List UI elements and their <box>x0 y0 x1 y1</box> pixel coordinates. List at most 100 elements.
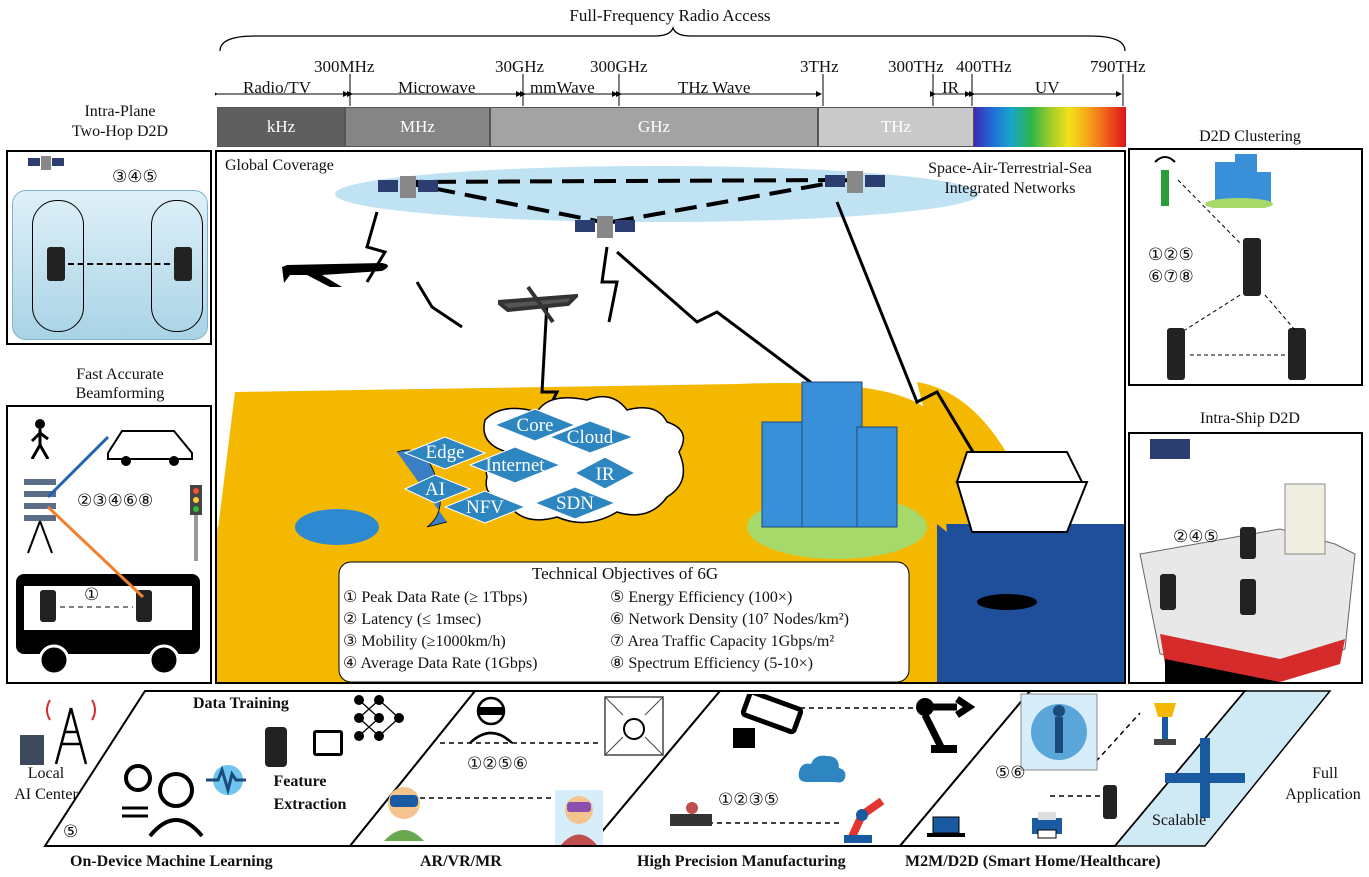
cloud-sdn: SDN <box>555 493 594 514</box>
vr-headset-person-icon <box>555 790 603 845</box>
region-microwave: Microwave <box>398 78 476 97</box>
cloud-icon <box>797 752 847 786</box>
camera-icon <box>725 689 804 750</box>
phone-icon <box>136 590 152 622</box>
freq-30ghz: 30GHz <box>495 57 545 76</box>
wave-icon <box>206 762 246 798</box>
intra-ship-nums: ②④⑤ <box>1173 527 1219 546</box>
data-training-label: Data Training <box>193 695 289 712</box>
phone-icon <box>265 727 287 767</box>
sagsin-label-1: Space-Air-Terrestrial-Sea <box>928 160 1092 177</box>
objective-7: ⑦ Area Traffic Capacity 1Gbps/m² <box>610 633 835 650</box>
phone-icon <box>1240 527 1256 559</box>
cloud-internet: Internet <box>485 455 545 476</box>
building-icon <box>1205 154 1273 210</box>
d2d-clustering-nums-2: ⑥⑦⑧ <box>1148 267 1194 286</box>
smart-lamp-icon <box>1148 697 1182 747</box>
objective-5: ⑤ Energy Efficiency (100×) <box>610 589 793 606</box>
band-mhz: MHz <box>345 107 490 147</box>
intra-ship-panel <box>1128 432 1363 684</box>
freq-300thz: 300THz <box>888 57 944 76</box>
label-on-device-ml: On-Device Machine Learning <box>70 853 273 870</box>
beam-lines <box>46 435 145 608</box>
region-thz-wave: THz Wave <box>678 78 751 97</box>
objective-6: ⑥ Network Density (10⁷ Nodes/km²) <box>610 611 849 628</box>
pedestrian-icon <box>28 419 52 460</box>
cloud-cloud: Cloud <box>566 427 614 448</box>
traffic-light-icon <box>186 485 206 565</box>
global-coverage-label: Global Coverage <box>225 157 334 174</box>
region-ir: IR <box>942 78 959 97</box>
band-ghz: GHz <box>490 107 818 147</box>
beamforming-nums: ②③④⑥⑧ <box>77 491 154 510</box>
region-radio-tv: Radio/TV <box>243 78 311 97</box>
band-khz: kHz <box>217 107 345 147</box>
band-uv-rainbow <box>974 107 1126 147</box>
cell-tower-icon <box>1152 156 1178 206</box>
mfg-nums: ①②③⑤ <box>718 790 779 809</box>
objectives-title: Technical Objectives of 6G <box>531 564 719 583</box>
cloud-ai: AI <box>424 479 446 500</box>
feature-label-1: Feature <box>273 773 327 790</box>
objective-3: ③ Mobility (≥1000km/h) <box>343 633 506 650</box>
drone-icon <box>492 282 582 327</box>
label-m2m-d2d: M2M/D2D (Smart Home/Healthcare) <box>905 853 1161 870</box>
pipe-valve-icon <box>668 800 714 836</box>
seat-right <box>151 200 203 332</box>
vr-user-icon <box>462 693 520 745</box>
industrial-robot-icon <box>838 787 894 843</box>
objective-8: ⑧ Spectrum Efficiency (5-10×) <box>610 655 814 672</box>
main-scene <box>217 166 1124 682</box>
forward-icon <box>313 730 343 756</box>
d2d-clustering-panel <box>1128 148 1363 386</box>
airplane-icon <box>282 245 397 290</box>
printer-icon <box>1030 810 1064 840</box>
objective-1: ① Peak Data Rate (≥ 1Tbps) <box>343 589 528 606</box>
objective-4: ④ Average Data Rate (1Gbps) <box>343 655 538 672</box>
intra-plane-title-1: Intra-Plane <box>84 103 156 120</box>
intra-plane-nums: ③④⑤ <box>112 167 158 186</box>
cloud-edge: Edge <box>425 442 465 463</box>
vr-room-icon <box>603 695 665 757</box>
region-mmwave: mmWave <box>530 78 595 97</box>
objective-2: ② Latency (≤ 1msec) <box>343 611 482 628</box>
freq-790thz: 790THz <box>1090 57 1146 76</box>
freq-300ghz: 300GHz <box>590 57 648 76</box>
phone-icon <box>1288 328 1306 380</box>
cluster-links <box>1177 179 1296 356</box>
seat-left <box>32 200 84 332</box>
freq-400thz: 400THz <box>956 57 1012 76</box>
spectrum-region-arrows <box>215 74 1124 106</box>
label-arvrmr: AR/VR/MR <box>420 853 502 870</box>
satellite-icon <box>825 165 885 205</box>
spectrum-header: Full-Frequency Radio Access <box>569 6 771 25</box>
laptop-icon <box>927 815 965 839</box>
phone-icon <box>1243 238 1261 296</box>
scalable-label: Scalable <box>1152 812 1207 829</box>
phone-icon <box>174 247 192 281</box>
server-icon <box>20 735 44 765</box>
healthcare-body-icon <box>1020 693 1098 771</box>
phone-icon <box>1160 574 1176 610</box>
band-thz: THz <box>818 107 974 147</box>
d2d-clustering-nums-1: ①②⑤ <box>1148 245 1194 264</box>
beamforming-panel <box>6 405 212 684</box>
phone-icon <box>1167 328 1185 380</box>
cloud-ir: IR <box>595 464 615 485</box>
full-app-label-1: Full <box>1312 765 1338 782</box>
intra-plane-title-2: Two-Hop D2D <box>71 123 169 140</box>
cloud-core: Core <box>516 415 554 436</box>
feature-label-2: Extraction <box>273 796 347 813</box>
cell-tower-icon <box>42 696 100 766</box>
intra-plane-panel <box>6 150 212 345</box>
sagsin-label-2: Integrated Networks <box>944 180 1076 197</box>
freq-300mhz: 300MHz <box>314 57 375 76</box>
spectrum-brace <box>219 26 1126 52</box>
satellite-icon <box>28 152 64 174</box>
bus-num: ① <box>84 585 100 604</box>
satellite-icon <box>575 210 635 250</box>
intra-ship-title: Intra-Ship D2D <box>1200 410 1300 427</box>
phone-icon <box>40 590 56 622</box>
car-icon <box>104 423 196 467</box>
full-app-label-2: Application <box>1285 786 1361 803</box>
